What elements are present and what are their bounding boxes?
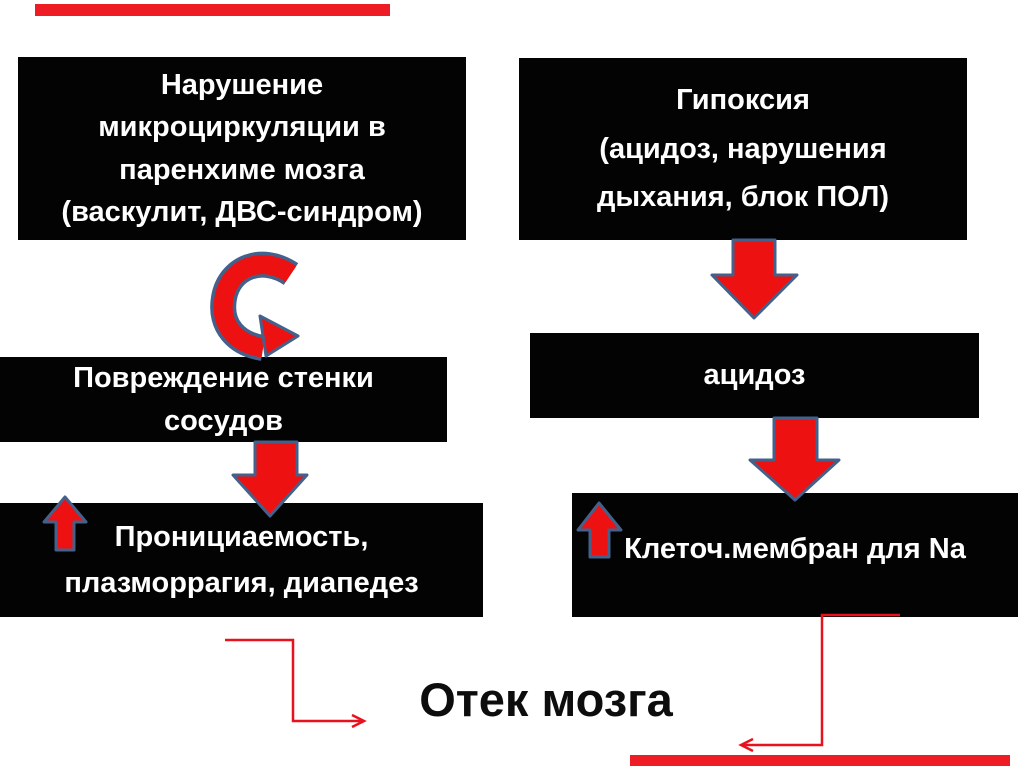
elbow-connector-right-icon bbox=[738, 613, 900, 753]
node-hypoxia: Гипоксия (ацидоз, нарушения дыхания, бло… bbox=[519, 58, 967, 240]
node-microcirculation-disorder: Нарушение микроциркуляции в паренхиме мо… bbox=[18, 57, 466, 240]
node-permeability-plasmorrhagia: Пронициаемость, плазморрагия, диапедез bbox=[0, 503, 483, 617]
node-acidosis: ацидоз bbox=[530, 333, 979, 418]
down-arrow-icon bbox=[710, 238, 799, 320]
down-arrow-icon bbox=[231, 440, 309, 518]
bottom-right-accent-bar bbox=[630, 755, 1010, 766]
node-cell-membranes-na: Клеточ.мембран для Na bbox=[572, 493, 1018, 617]
up-arrow-icon bbox=[576, 501, 623, 559]
node-vessel-wall-damage: Повреждение стенки сосудов bbox=[0, 357, 447, 442]
curved-arrow-icon bbox=[210, 251, 300, 361]
down-arrow-icon bbox=[748, 416, 841, 502]
up-arrow-icon bbox=[42, 495, 88, 552]
page-title: Отек мозга bbox=[419, 673, 673, 726]
elbow-connector-left-icon bbox=[225, 638, 367, 729]
top-left-accent-bar bbox=[35, 4, 390, 16]
